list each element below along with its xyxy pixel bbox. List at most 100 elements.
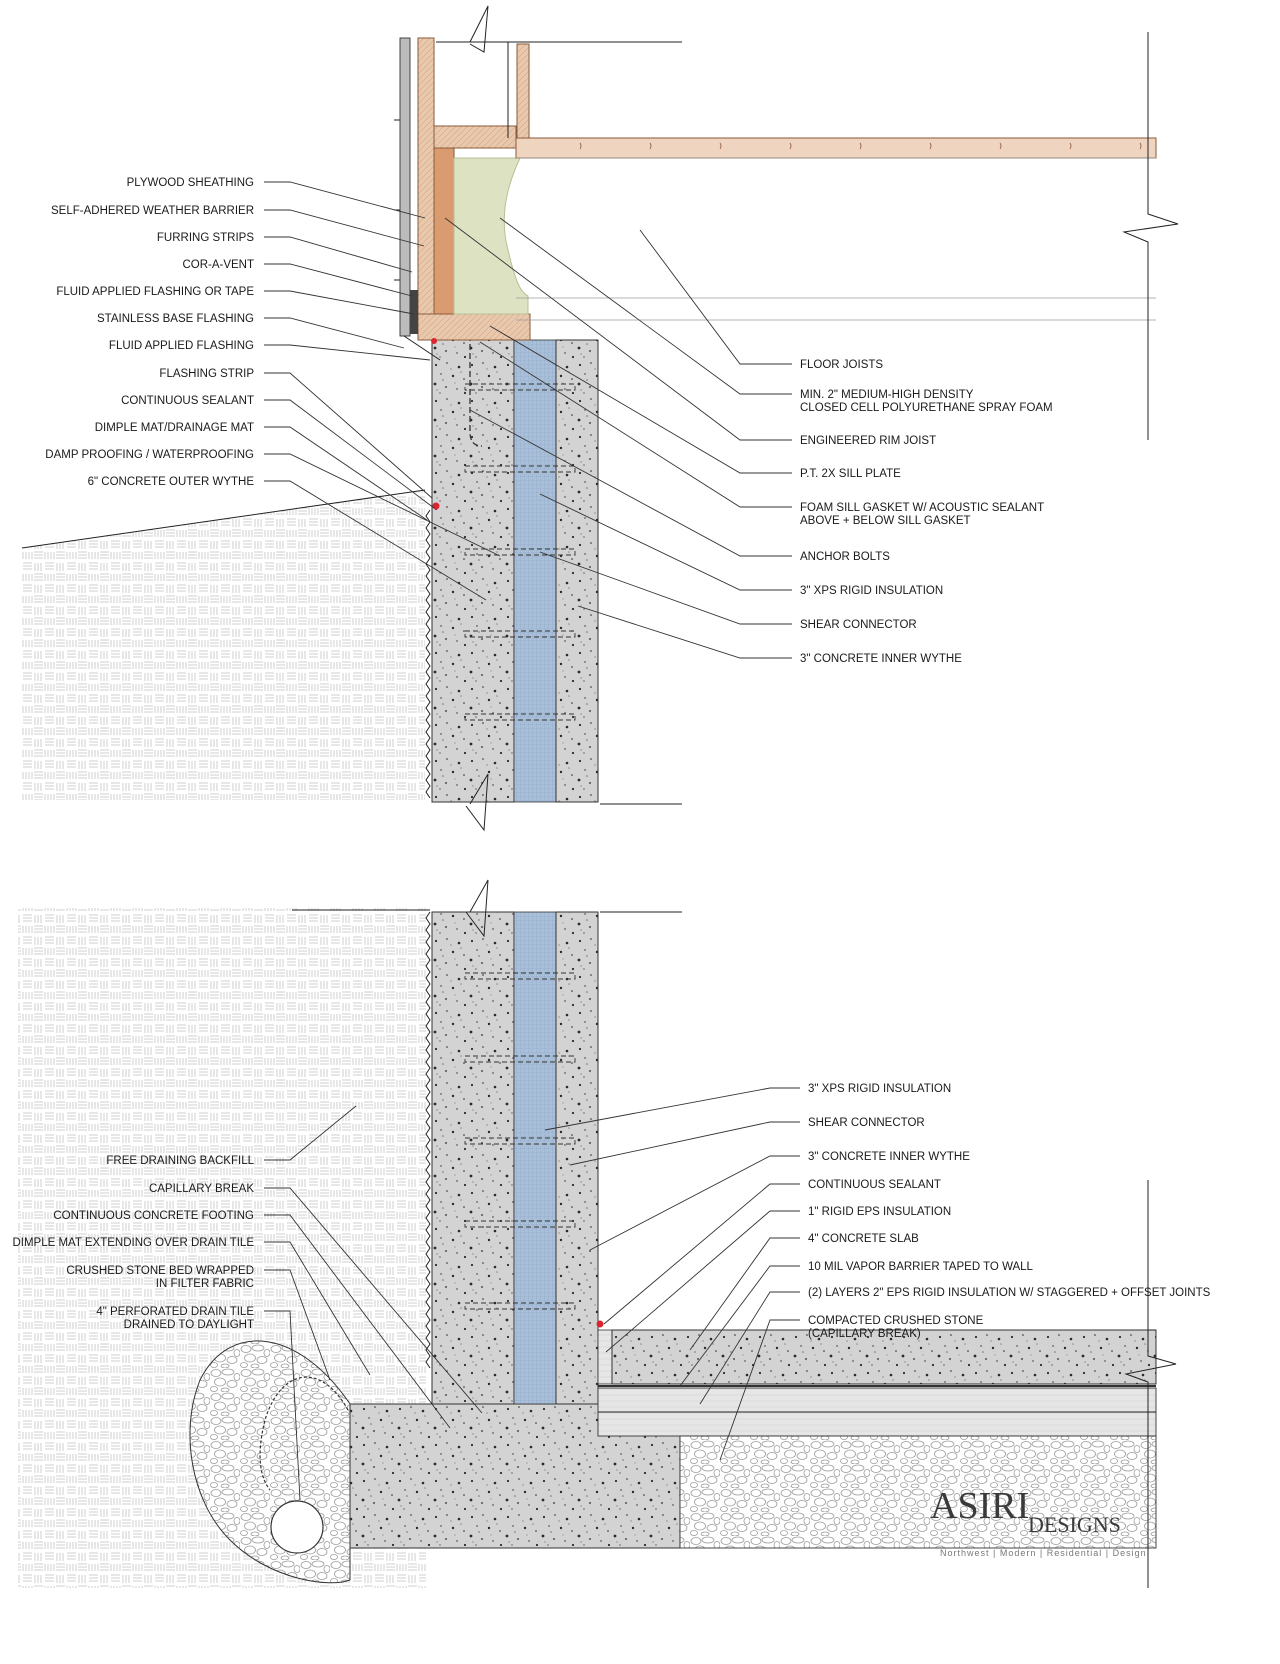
label-anchor-bolts: ANCHOR BOLTS xyxy=(800,551,890,563)
label-shear-connector: SHEAR CONNECTOR xyxy=(800,619,917,631)
top-wall-stud xyxy=(417,37,435,315)
bottom-concrete-slab xyxy=(611,1329,1157,1385)
label-4-concrete-slab: 4" CONCRETE SLAB xyxy=(808,1233,919,1245)
top-outer-wythe xyxy=(431,339,515,803)
top-rim-joist xyxy=(433,147,455,315)
label-3-xps-rigid-insulation: 3" XPS RIGID INSULATION xyxy=(800,585,943,597)
bottom-drain-tile xyxy=(270,1500,324,1554)
top-backfill xyxy=(22,490,425,800)
label-stainless-base-flashing: STAINLESS BASE FLASHING xyxy=(97,313,254,325)
label-2-layers-2-eps-rigid-insulation-w-stagge: (2) LAYERS 2" EPS RIGID INSULATION W/ ST… xyxy=(808,1287,1211,1299)
leader-line xyxy=(699,1291,800,1405)
brand-suffix: DESIGNS xyxy=(1028,1512,1121,1537)
label-1-rigid-eps-insulation: 1" RIGID EPS INSULATION xyxy=(808,1206,951,1218)
label-furring-strips: FURRING STRIPS xyxy=(157,232,254,244)
label-fluid-applied-flashing-or-tape: FLUID APPLIED FLASHING OR TAPE xyxy=(56,286,254,298)
label-continuous-concrete-footing: CONTINUOUS CONCRETE FOOTING xyxy=(53,1210,254,1222)
leader-line xyxy=(569,1121,800,1166)
label-plywood-sheathing: PLYWOOD SHEATHING xyxy=(127,177,254,189)
leader-line xyxy=(603,1183,800,1325)
leader-line xyxy=(639,229,792,365)
label-free-draining-backfill: FREE DRAINING BACKFILL xyxy=(106,1155,254,1167)
top-spray-foam xyxy=(453,157,529,315)
brand-logo: ASIRI DESIGNS Northwest | Modern | Resid… xyxy=(930,1485,1147,1558)
bottom-outer-wythe xyxy=(431,911,515,1405)
label-10-mil-vapor-barrier-taped-to-wall: 10 MIL VAPOR BARRIER TAPED TO WALL xyxy=(808,1261,1034,1273)
label-cor-a-vent: COR-A-VENT xyxy=(182,259,254,271)
leader-line xyxy=(444,217,792,441)
label-capillary-break: CAPILLARY BREAK xyxy=(149,1183,254,1195)
top-shear-connectors xyxy=(464,383,576,721)
bottom-left-labels: FREE DRAINING BACKFILL CAPILLARY BREAK CON… xyxy=(12,1105,483,1501)
leader-line xyxy=(264,453,501,557)
leader-line xyxy=(264,480,487,601)
top-left-labels: PLYWOOD SHEATHING SELF-ADHERED WEATHER BA… xyxy=(45,177,501,601)
label-compacted-crushed-stone: (CAPILLARY BREAK) xyxy=(808,1328,921,1340)
label-fluid-applied-flashing: FLUID APPLIED FLASHING xyxy=(109,340,254,352)
bottom-dimple-mat xyxy=(425,911,431,1369)
label-min-2-medium-high-density: MIN. 2" MEDIUM-HIGH DENSITY xyxy=(800,389,974,401)
leader-line xyxy=(264,1310,301,1501)
leader-line xyxy=(264,399,435,509)
top-right-labels: FLOOR JOISTS MIN. 2" MEDIUM-HIGH DENSITYC… xyxy=(444,217,1053,665)
label-crushed-stone-bed-wrapped: IN FILTER FABRIC xyxy=(156,1278,254,1290)
label-flashing-strip: FLASHING STRIP xyxy=(159,368,254,380)
label-continuous-sealant: CONTINUOUS SEALANT xyxy=(121,395,254,407)
label-foam-sill-gasket-w-acoustic-sealant: ABOVE + BELOW SILL GASKET xyxy=(800,515,971,527)
bottom-shear-connectors xyxy=(464,972,576,1310)
brand-tagline: Northwest | Modern | Residential | Desig… xyxy=(940,1548,1147,1558)
leader-line xyxy=(489,325,792,474)
leader-line xyxy=(264,372,433,499)
leader-line xyxy=(264,181,426,219)
leader-line xyxy=(589,1155,800,1251)
leader-line xyxy=(689,1237,800,1351)
leader-line xyxy=(264,344,431,361)
leader-line xyxy=(264,263,413,297)
label-crushed-stone-bed-wrapped: CRUSHED STONE BED WRAPPED xyxy=(66,1265,254,1277)
label-p-t-2x-sill-plate: P.T. 2X SILL PLATE xyxy=(800,468,901,480)
leader-line xyxy=(264,290,415,315)
label-self-adhered-weather-barrier: SELF-ADHERED WEATHER BARRIER xyxy=(51,205,254,217)
leader-line xyxy=(264,209,425,247)
label-floor-joists: FLOOR JOISTS xyxy=(800,359,883,371)
label-dimple-mat-drainage-mat: DIMPLE MAT/DRAINAGE MAT xyxy=(95,422,254,434)
brand-name: ASIRI xyxy=(930,1485,1029,1527)
bottom-eps-edge xyxy=(597,1329,613,1385)
leader-line xyxy=(264,426,428,521)
top-xps-insulation xyxy=(513,339,557,803)
top-sill-plate xyxy=(417,313,531,341)
top-inner-wythe xyxy=(555,339,599,803)
leader-line xyxy=(719,1319,800,1461)
label-4-perforated-drain-tile: DRAINED TO DAYLIGHT xyxy=(124,1319,254,1331)
leader-line xyxy=(499,217,792,395)
label-3-concrete-inner-wythe: 3" CONCRETE INNER WYTHE xyxy=(800,653,962,665)
bottom-xps-insulation xyxy=(513,911,557,1405)
label-damp-proofing-waterproofing: DAMP PROOFING / WATERPROOFING xyxy=(45,449,254,461)
label-min-2-medium-high-density: CLOSED CELL POLYURETHANE SPRAY FOAM xyxy=(800,402,1053,414)
top-detail xyxy=(21,5,1179,832)
leader-line xyxy=(539,493,792,591)
label-3-concrete-inner-wythe: 3" CONCRETE INNER WYTHE xyxy=(808,1151,970,1163)
leader-line xyxy=(544,1087,800,1131)
leader-line xyxy=(539,551,792,625)
bottom-compacted-stone xyxy=(679,1435,1157,1549)
label-engineered-rim-joist: ENGINEERED RIM JOIST xyxy=(800,435,936,447)
leader-line xyxy=(264,1105,357,1161)
leader-line xyxy=(264,317,405,349)
label-foam-sill-gasket-w-acoustic-sealant: FOAM SILL GASKET W/ ACOUSTIC SEALANT xyxy=(800,502,1044,514)
leader-line xyxy=(679,1265,800,1387)
leader-line xyxy=(479,341,792,508)
bottom-detail xyxy=(18,879,1177,1588)
label-compacted-crushed-stone: COMPACTED CRUSHED STONE xyxy=(808,1315,984,1327)
label-6-concrete-outer-wythe: 6" CONCRETE OUTER WYTHE xyxy=(88,476,255,488)
leader-line xyxy=(264,1187,483,1414)
top-siding xyxy=(399,37,411,337)
label-shear-connector: SHEAR CONNECTOR xyxy=(808,1117,925,1129)
leader-line xyxy=(264,1214,451,1429)
label-4-perforated-drain-tile: 4" PERFORATED DRAIN TILE xyxy=(96,1306,254,1318)
label-continuous-sealant: CONTINUOUS SEALANT xyxy=(808,1179,941,1191)
label-dimple-mat-extending-over-drain-tile: DIMPLE MAT EXTENDING OVER DRAIN TILE xyxy=(12,1237,254,1249)
leader-line xyxy=(264,1269,331,1381)
label-3-xps-rigid-insulation: 3" XPS RIGID INSULATION xyxy=(808,1083,951,1095)
